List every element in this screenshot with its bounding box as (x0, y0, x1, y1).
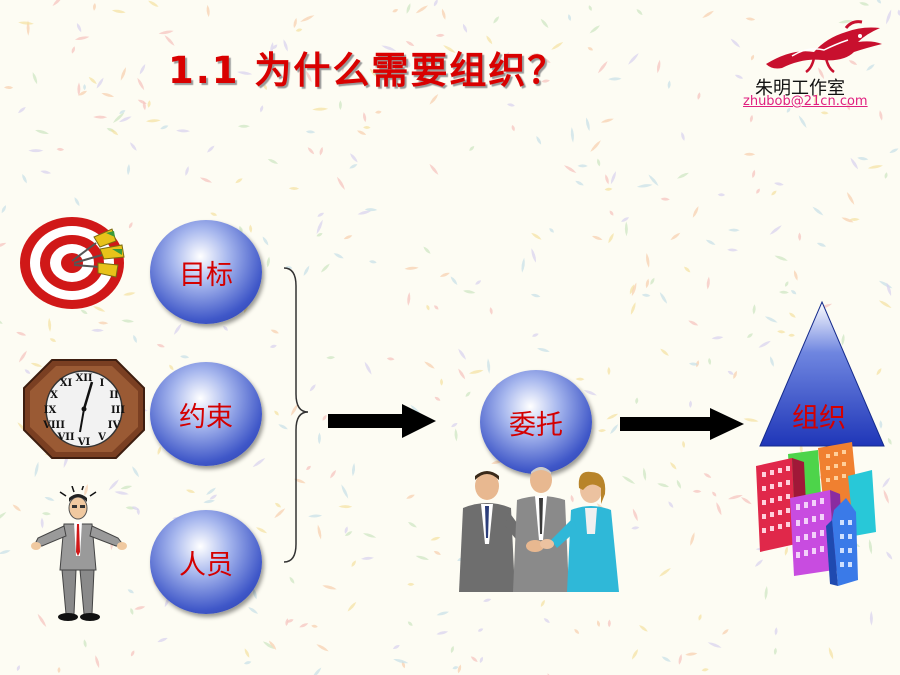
svg-text:X: X (50, 390, 58, 401)
businessman-icon (31, 486, 127, 621)
people-circle: 人员 (150, 510, 262, 614)
arrow-right-2 (620, 408, 744, 440)
studio-email-link[interactable]: zhubob@21cn.com (743, 94, 868, 109)
wall-clock-icon: XII I II III IV V VI VII VIII IX X XI (23, 359, 145, 459)
dragon-logo-icon (766, 20, 882, 74)
right-brace (283, 267, 309, 563)
target-darts-icon (20, 217, 125, 309)
organization-label: 组织 (792, 403, 846, 434)
svg-text:VII: VII (56, 432, 74, 443)
constraint-label: 约束 (179, 401, 233, 433)
svg-text:V: V (97, 432, 106, 443)
handshake-people-icon (459, 467, 619, 592)
delegate-label: 委托 (509, 409, 563, 441)
svg-text:XII: XII (75, 373, 92, 384)
svg-text:XI: XI (60, 378, 73, 389)
constraint-circle: 约束 (150, 362, 262, 466)
svg-text:IV: IV (108, 420, 121, 431)
goal-label: 目标 (179, 259, 233, 291)
people-label: 人员 (179, 549, 233, 581)
svg-text:IX: IX (44, 405, 57, 416)
organization-triangle (759, 300, 885, 447)
studio-name: 朱明工作室 (755, 78, 845, 99)
delegate-circle: 委托 (480, 370, 592, 474)
svg-text:VIII: VIII (42, 420, 65, 431)
svg-text:I: I (100, 378, 105, 389)
slide-title: 1.1 为什么需要组织？ (168, 49, 567, 92)
goal-circle: 目标 (150, 220, 262, 324)
svg-text:VI: VI (77, 437, 91, 448)
arrow-right-1 (328, 404, 436, 438)
buildings-icon (756, 442, 876, 586)
svg-text:II: II (109, 390, 119, 401)
svg-text:III: III (111, 405, 125, 416)
